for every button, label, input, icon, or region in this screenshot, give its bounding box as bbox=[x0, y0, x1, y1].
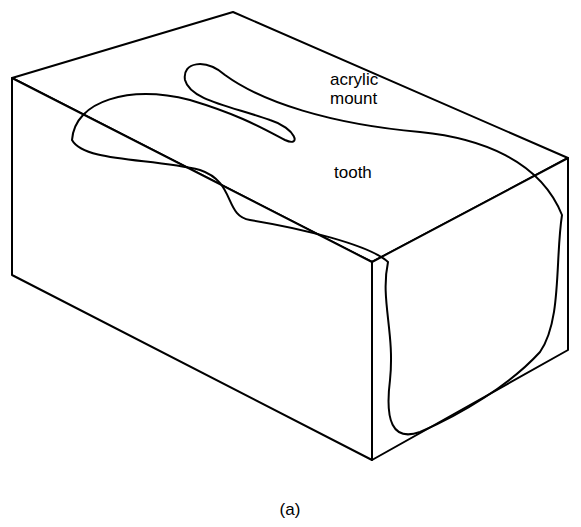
part-label: tooth bbox=[334, 163, 372, 182]
mount-front-face bbox=[12, 78, 372, 460]
part-label: acrylic mount bbox=[330, 70, 420, 108]
tooth-outline bbox=[72, 64, 562, 434]
mount-side-face bbox=[372, 158, 568, 460]
figure-label: (a) bbox=[280, 500, 301, 519]
